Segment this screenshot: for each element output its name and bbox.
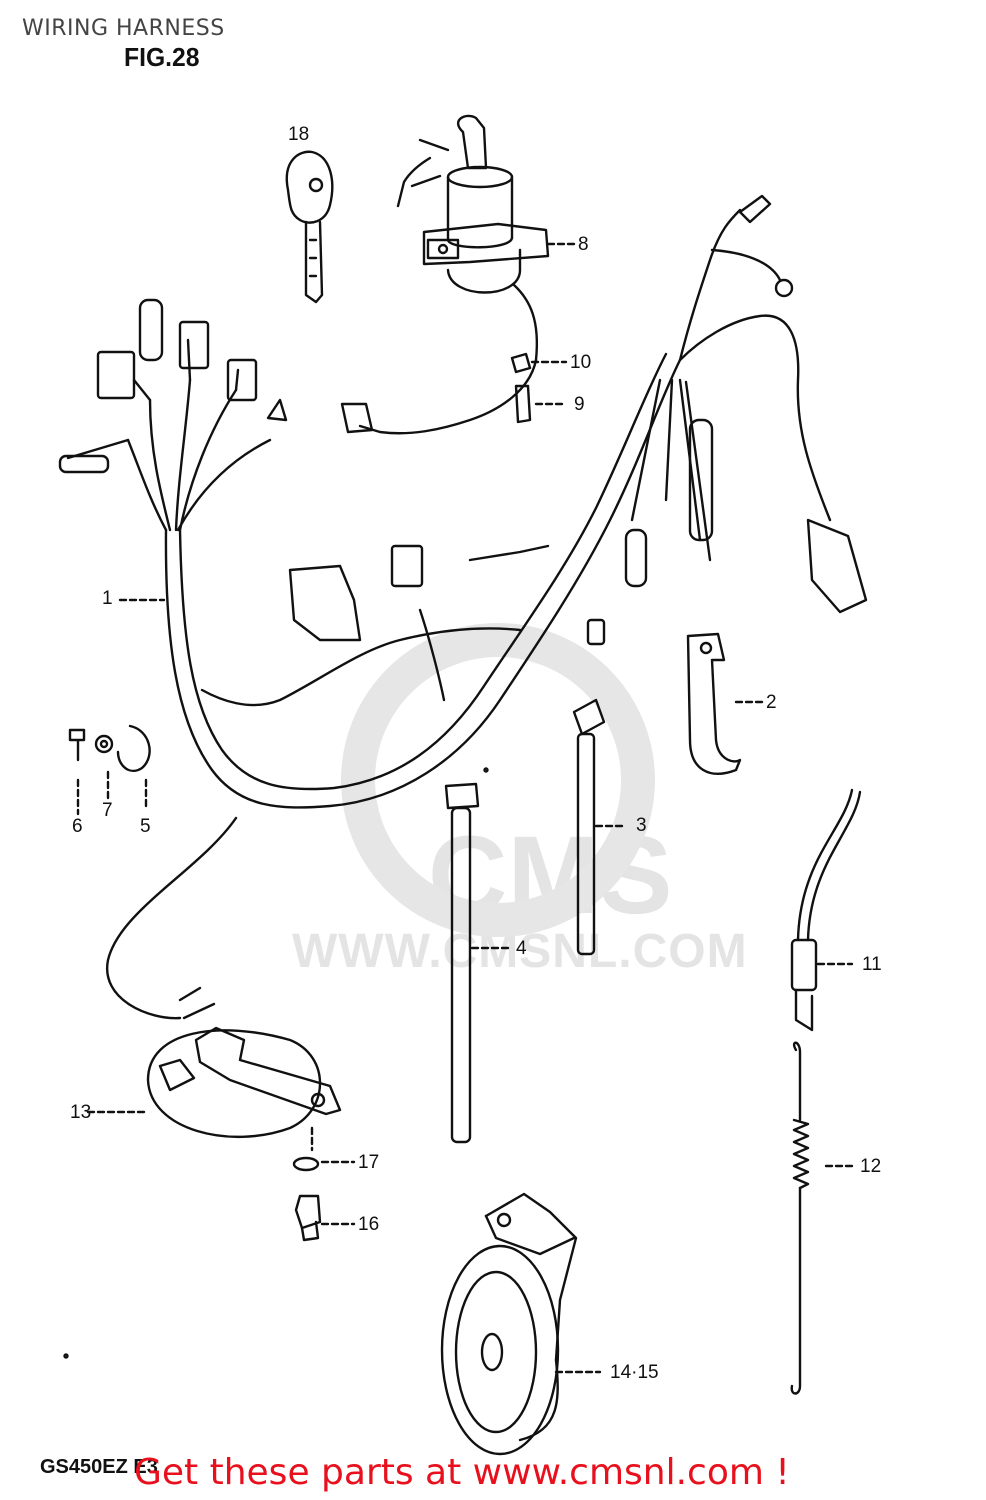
callout-10: 10 [570,352,592,373]
key-part [285,150,334,304]
shop-link[interactable]: Get these parts at www.cmsnl.com ! [134,1452,790,1493]
diagram-title: WIRING HARNESS [22,16,225,41]
spring-part [790,1041,810,1395]
callout-18: 18 [288,124,310,145]
brake-switch-part [790,788,862,1032]
model-code: GS450EZ E3 [40,1456,158,1478]
callout-7: 7 [102,800,113,821]
mark-dot-1 [483,767,489,773]
callout-8: 8 [578,234,589,255]
callout-14-15: 14·15 [610,1362,659,1383]
clamp-part [686,632,742,775]
callout-4: 4 [516,938,527,959]
band-part-4 [444,782,480,1144]
screw-washer-clip-parts [68,724,151,773]
callout-11: 11 [862,954,882,975]
main-harness-part [58,194,868,809]
callout-9: 9 [574,394,585,415]
ignition-switch-part [396,114,550,362]
callout-5: 5 [140,816,151,837]
callout-13: 13 [70,1102,92,1123]
callout-16: 16 [358,1214,380,1235]
figure-number: FIG.28 [124,42,200,72]
callout-1: 1 [102,588,113,609]
callout-6: 6 [72,816,83,837]
callout-3: 3 [636,815,647,836]
mark-dot-2 [63,1353,69,1359]
horn-part [440,1192,578,1456]
horn-bracket-part [105,816,342,1139]
callout-2: 2 [766,692,777,713]
callout-17: 17 [358,1152,380,1173]
band-part-3 [572,698,606,956]
watermark-circle [341,623,655,937]
washer-bolt-parts [292,1156,322,1242]
connector-part [340,352,538,435]
callout-12: 12 [860,1156,882,1177]
